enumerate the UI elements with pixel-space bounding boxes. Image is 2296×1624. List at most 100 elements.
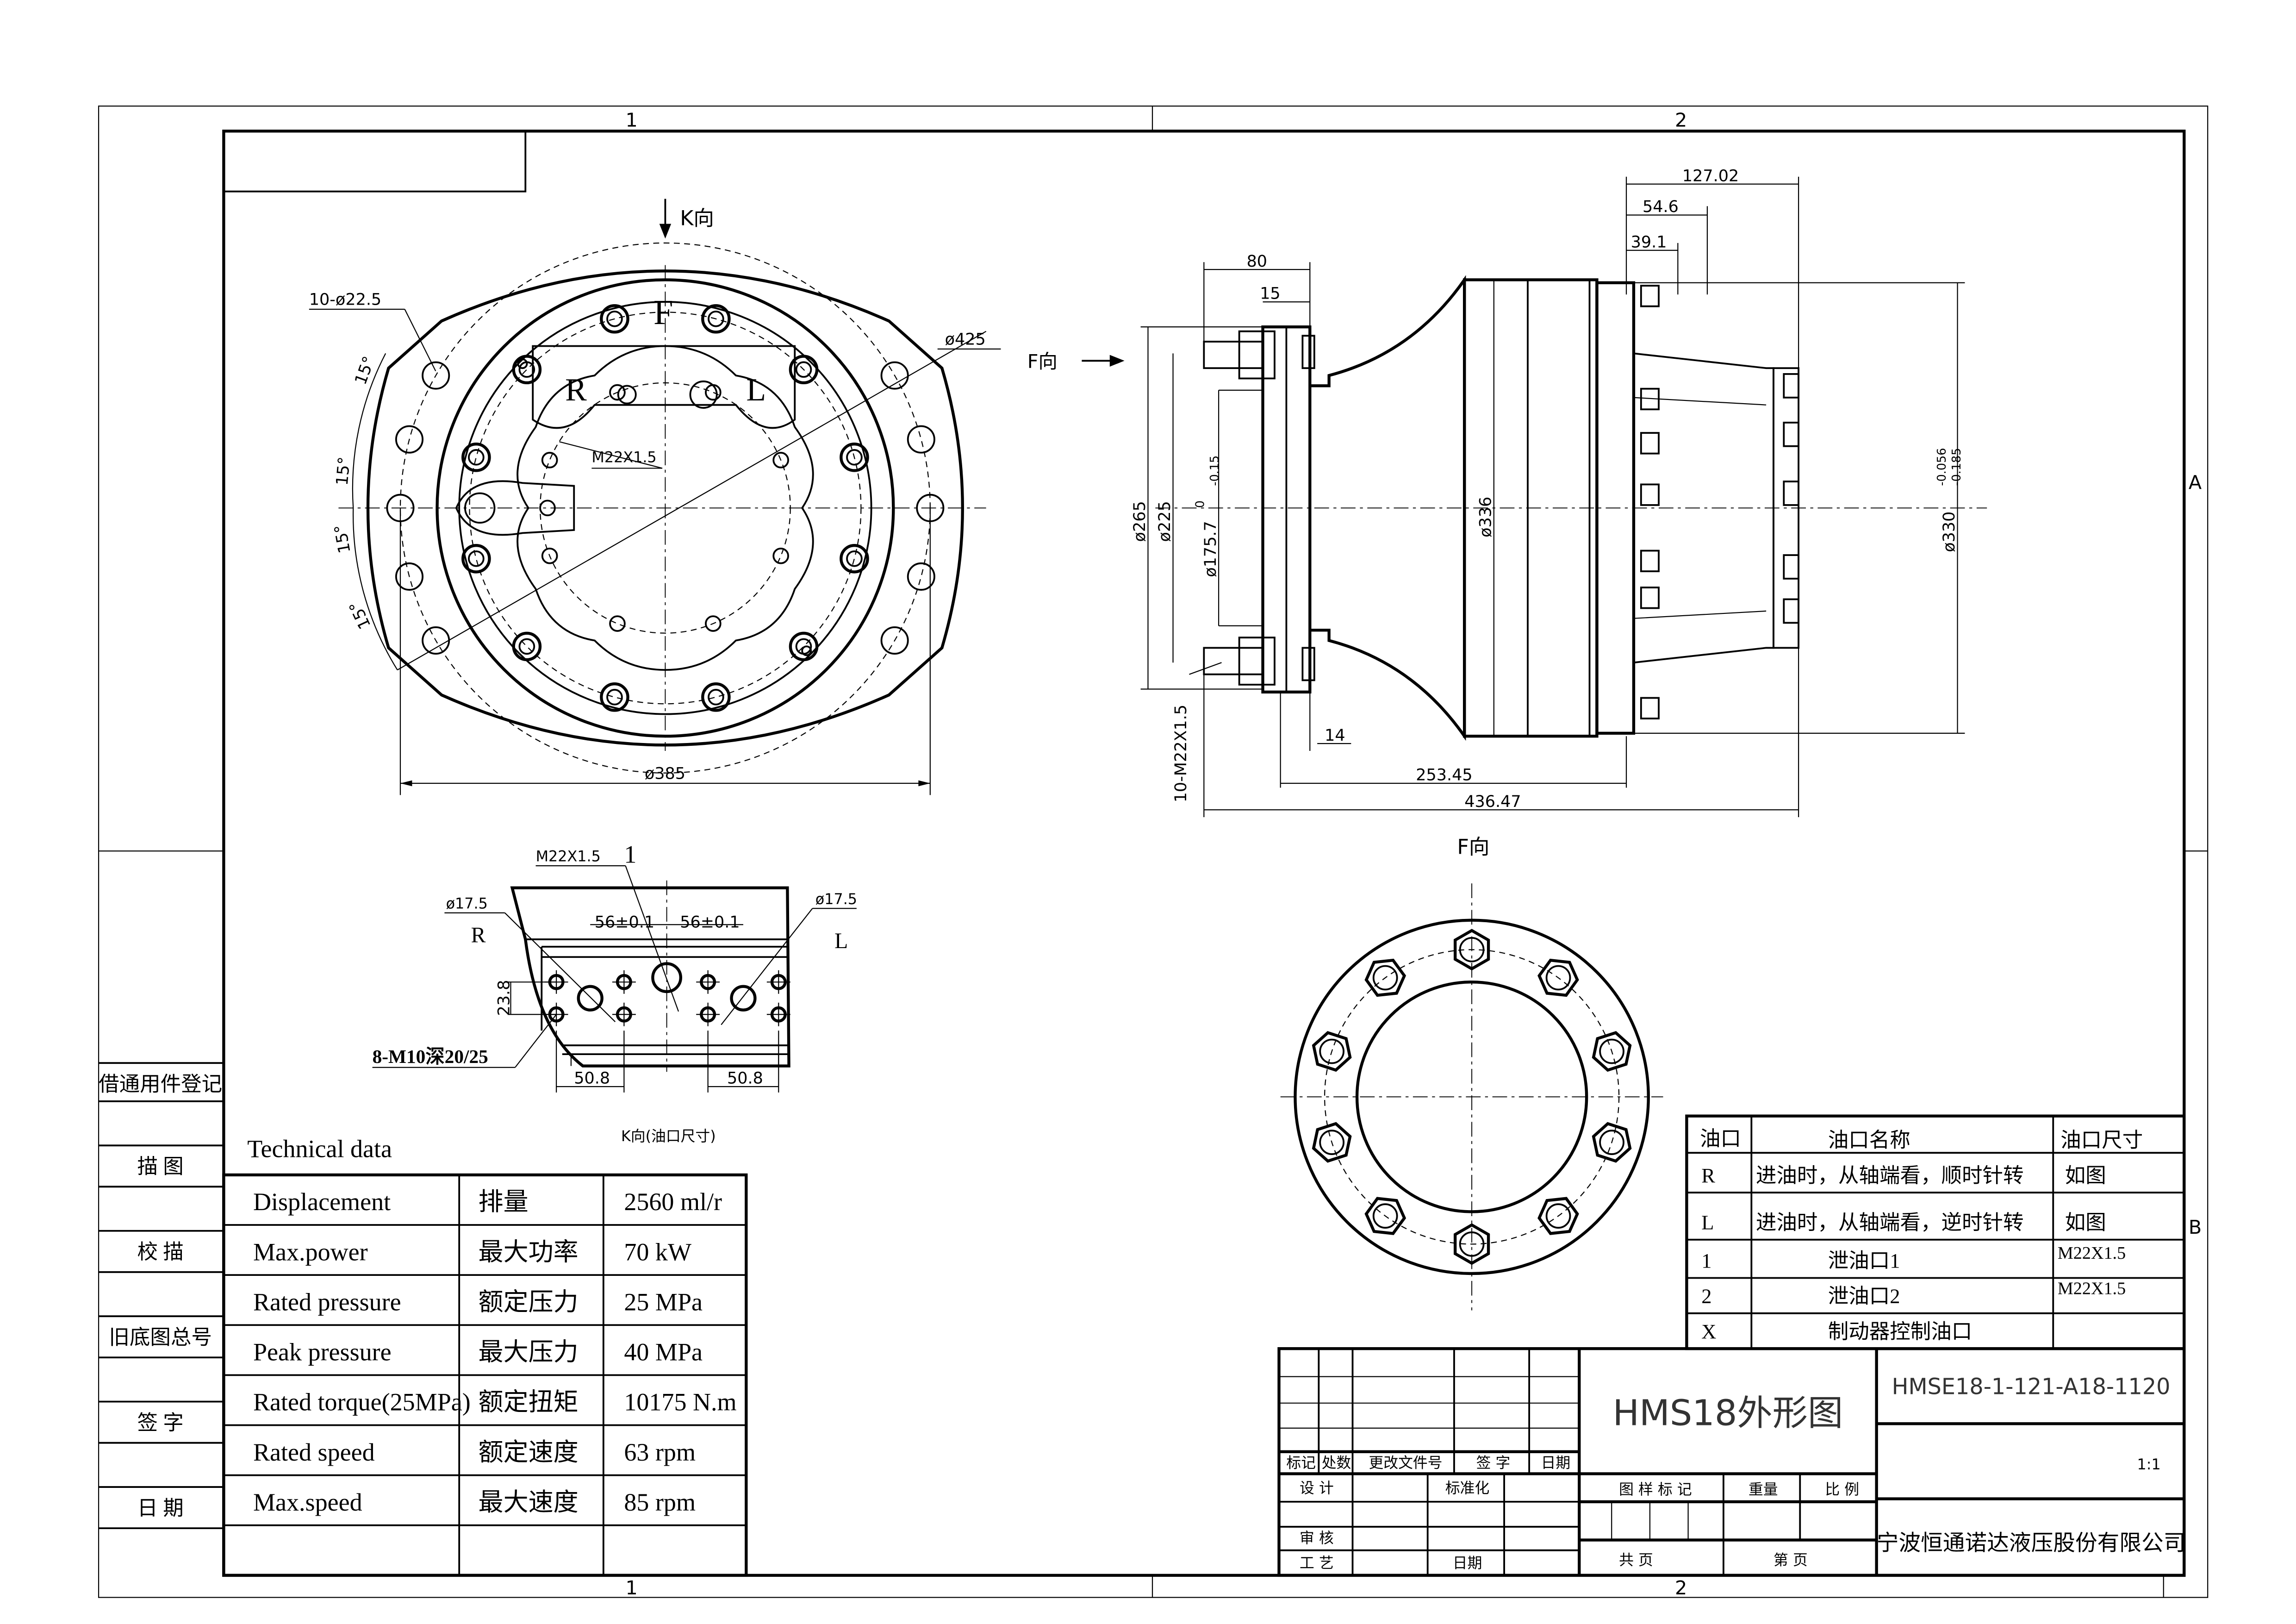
flange-bolt-core [846,449,863,466]
tech-value: 63 rpm [624,1438,696,1466]
outer-mount-hole [907,562,935,591]
hex-bolt-washer [1599,1038,1624,1064]
inner-border [222,130,2186,1577]
flange-bolt-icon [512,355,542,385]
tech-label-cn: 最大功率 [479,1238,579,1266]
drawing-title: HMS18外形图 [1613,1393,1843,1434]
zone-col-2-top: 2 [1675,109,1687,131]
scale-value: 1:1 [2137,1456,2161,1473]
end-cap-bolt-icon [1783,554,1800,580]
drawing-line [504,912,616,1022]
technical-data-title: Technical data [247,1135,392,1163]
housing-outline [366,269,964,747]
tech-label-cn: 最大压力 [479,1338,579,1366]
oil-header-name: 油口名称 [1828,1128,1910,1151]
tech-value: 2560 ml/r [624,1188,722,1216]
reg-label-0: 借通用件登记 [99,1073,222,1096]
dim-39: 39.1 [1631,233,1667,251]
tech-label-en: Peak pressure [253,1338,392,1366]
dim-127: 127.02 [1682,167,1739,185]
tech-label-en: Rated speed [253,1438,375,1466]
date-label: 日期 [1453,1555,1482,1572]
dim-15: 15 [1260,285,1281,303]
outer-holes-label: 10-ø22.5 [309,290,381,309]
oil-port-id: L [1701,1211,1714,1234]
f-view-title: F向 [1457,836,1489,859]
review-label: 审 核 [1300,1530,1334,1547]
side-bolts [1640,285,1800,719]
rev-header-sign: 签 字 [1476,1455,1511,1472]
oil-header-port: 油口 [1700,1127,1741,1150]
reg-label-2: 校 描 [137,1240,184,1263]
hex-bolt-washer [1459,1231,1485,1257]
studs-label: 10-M22X1.5 [1172,705,1190,802]
scale-label: 比 例 [1825,1481,1859,1498]
hex-bolt-icon [1312,1122,1352,1163]
tech-label-en: Rated torque(25MPa) [253,1388,471,1416]
end-cap-bolt-icon [1783,421,1800,447]
flange-bolt-core [518,638,535,655]
drawing-line [1633,397,1767,406]
hex-bolt-washer [1319,1130,1345,1155]
dia-175-tol-lower: -0.15 [1207,456,1221,486]
outer-dia-label: ø385 [645,764,685,783]
hex-bolt-washer [1599,1130,1624,1155]
flange-bolt-icon [461,543,491,574]
tech-value: 25 MPa [624,1288,703,1316]
end-cap-bolt-icon [1783,481,1800,506]
flange-bolt-core [468,449,485,466]
flange-bolt-core [846,550,863,567]
oil-port-size: 如图 [2065,1164,2106,1187]
inner-bolt-hole [772,547,789,564]
hex-bolt-washer [1372,965,1398,991]
port-r-label: R [565,372,587,408]
zone-col-1-top: 1 [626,109,638,131]
tech-label-cn: 额定速度 [479,1438,579,1466]
width-right: 50.8 [727,1069,763,1088]
inner-bolt-hole [541,452,558,468]
oil-port-size: M22X1.5 [2058,1279,2126,1298]
drawing-line [1324,949,1620,1245]
page-number-label: 第 页 [1773,1552,1808,1569]
hex-bolt-icon [1592,1122,1632,1163]
drawing-line [1633,610,1767,619]
flange-bolt-core [708,689,724,706]
nut-top [1238,330,1276,380]
zone-col-1-bottom: 1 [626,1577,638,1599]
weight-label: 重量 [1748,1481,1778,1498]
housing-bolt-icon [1640,387,1660,411]
oil-port-id: 1 [1701,1249,1711,1272]
tech-label-en: Rated pressure [253,1288,401,1316]
housing-bolt-icon [1640,432,1660,455]
flange-bolt-icon [840,443,869,472]
outer-mount-hole [395,562,424,591]
drawing-line [659,224,672,239]
stud-top [1203,341,1264,369]
tech-label-en: Displacement [253,1188,391,1216]
port-thread-label: M22X1.5 [591,449,656,466]
port-number-1: 1 [624,841,636,868]
inner-star-cavity [516,345,814,671]
drawing-line [469,312,862,705]
flange-bolt-core [468,550,485,567]
flange-bolt-icon [840,543,869,574]
company-name: 宁波恒通诺达液压股份有限公司 [1877,1530,2186,1556]
outer-mount-hole [880,626,909,655]
dia-175-tol-upper: 0 [1193,500,1207,508]
port-label-l: L [834,929,848,953]
housing-bolt-icon [1640,697,1660,719]
end-cap [1773,367,1800,649]
oil-port-name: 泄油口2 [1828,1285,1900,1308]
drawing-line [625,865,679,1012]
bolt-circle-label: ø425 [945,330,986,349]
hex-bolt-icon [1454,1223,1490,1265]
height-23-8: 23.8 [495,980,513,1016]
dia-330-tol-upper: -0.056 [1935,448,1948,486]
drawing-line [559,441,663,469]
inner-bolt-hole [705,615,722,632]
hex-bolt-washer [1459,937,1485,962]
tech-label-cn: 额定扭矩 [479,1388,579,1416]
